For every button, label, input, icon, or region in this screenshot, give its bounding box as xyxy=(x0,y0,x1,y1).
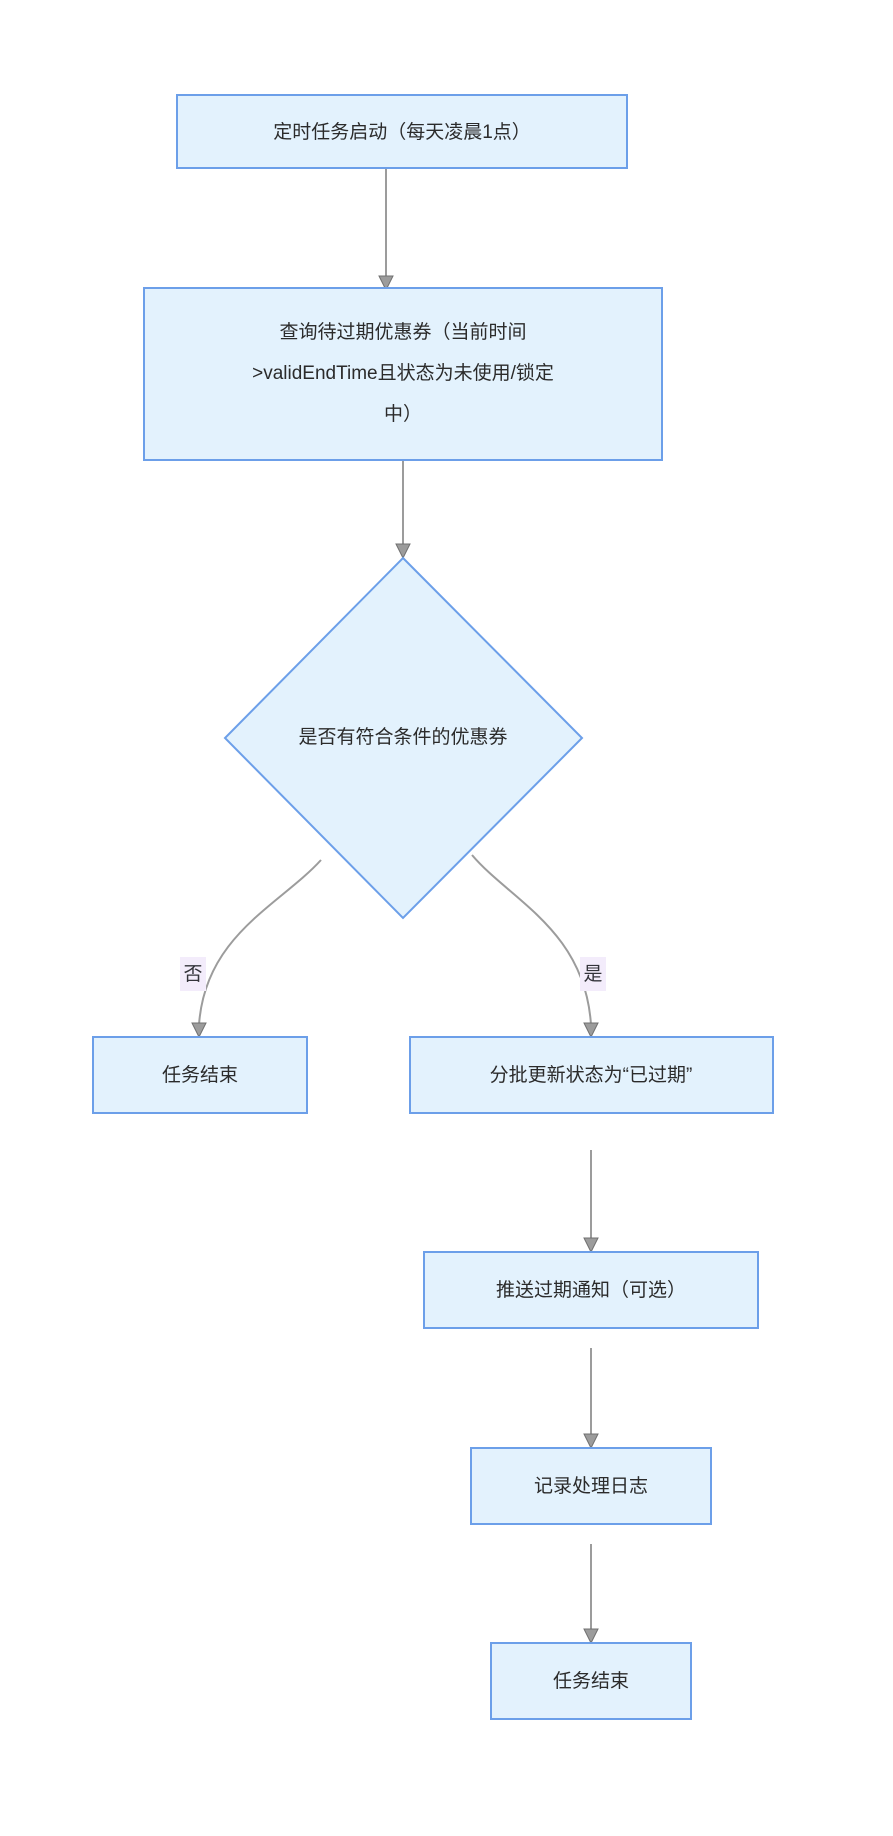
node-query-label-line3: 中） xyxy=(384,403,422,425)
edge-query-to-decision xyxy=(395,460,411,560)
edge-label-yes-text: 是 xyxy=(583,964,602,985)
edge-batch-update-to-push-notice xyxy=(583,1150,599,1254)
node-push-notice-shape xyxy=(423,1251,759,1329)
node-decision-label: 是否有符合条件的优惠券 xyxy=(298,726,507,748)
node-push-notice[interactable]: 推送过期通知（可选） xyxy=(423,1251,759,1329)
node-query-label-line1: 查询待过期优惠券（当前时间 xyxy=(279,321,526,343)
edge-group xyxy=(191,168,599,1645)
edge-label-yes-background xyxy=(580,957,606,991)
node-start[interactable]: 定时任务启动（每天凌晨1点） xyxy=(176,94,628,169)
node-end-no[interactable]: 任务结束 xyxy=(92,1036,308,1114)
node-log-shape xyxy=(470,1447,712,1525)
node-end-no-label: 任务结束 xyxy=(162,1064,238,1086)
node-log-label: 记录处理日志 xyxy=(534,1475,648,1497)
node-end-yes-label: 任务结束 xyxy=(553,1670,629,1692)
node-push-notice-label: 推送过期通知（可选） xyxy=(496,1279,686,1301)
edge-decision-to-batch-update xyxy=(471,854,599,1039)
node-log[interactable]: 记录处理日志 xyxy=(470,1447,712,1525)
edge-label-no-text: 否 xyxy=(183,964,202,985)
edge-decision-to-end-no xyxy=(191,859,322,1039)
node-end-yes-shape xyxy=(490,1642,692,1720)
edge-start-to-query xyxy=(378,168,394,292)
node-batch-update[interactable]: 分批更新状态为“已过期” xyxy=(409,1036,774,1114)
edge-label-no: 否 xyxy=(180,957,206,991)
node-batch-update-shape xyxy=(409,1036,774,1114)
node-query-label-line2: >validEndTime且状态为未使用/锁定 xyxy=(252,362,554,384)
edge-label-no-background xyxy=(180,957,206,991)
node-end-yes[interactable]: 任务结束 xyxy=(490,1642,692,1720)
edge-push-notice-to-log xyxy=(583,1348,599,1450)
node-start-label: 定时任务启动（每天凌晨1点） xyxy=(273,121,531,143)
node-start-shape xyxy=(176,94,628,169)
edge-log-to-end-yes xyxy=(583,1544,599,1645)
node-end-no-shape xyxy=(92,1036,308,1114)
node-decision-shape xyxy=(223,556,584,920)
node-query[interactable]: 查询待过期优惠券（当前时间 >validEndTime且状态为未使用/锁定 中） xyxy=(143,287,663,461)
node-batch-update-label: 分批更新状态为“已过期” xyxy=(490,1064,693,1086)
node-decision[interactable]: 是否有符合条件的优惠券 xyxy=(223,556,584,920)
edge-label-yes: 是 xyxy=(580,957,606,991)
node-query-shape xyxy=(143,287,663,461)
